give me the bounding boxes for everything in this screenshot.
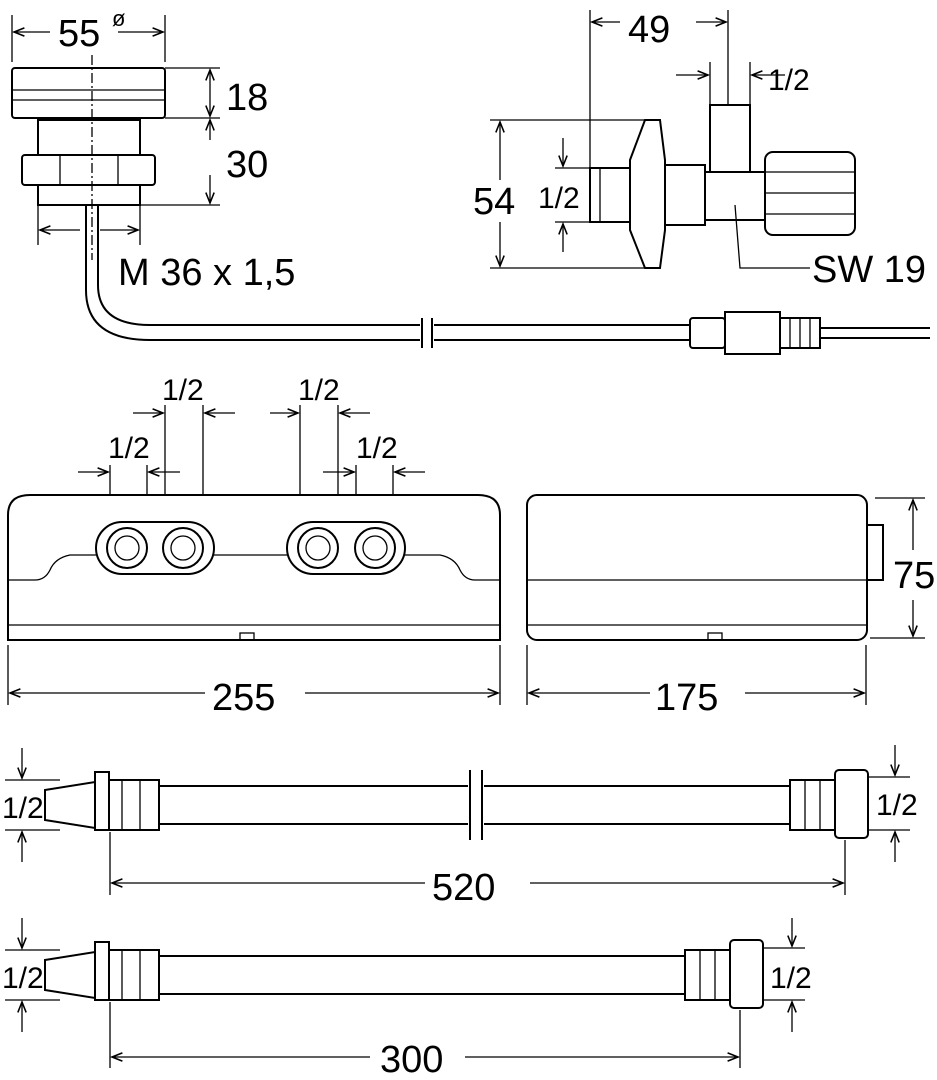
thread-label: M 36 x 1,5 xyxy=(118,252,295,294)
control-box-side: 75 175 xyxy=(526,494,935,719)
control-box-front: 1/2 1/2 1/2 1/2 255 xyxy=(7,374,501,719)
valve-outlet-label: 1/2 xyxy=(768,64,810,97)
valve-inlet-label: 1/2 xyxy=(538,182,580,215)
hose-long-right-thread: 1/2 xyxy=(876,789,918,822)
sensor-part: 55 ø 18 30 M 36 x 1,5 xyxy=(11,6,930,355)
diameter-symbol: ø xyxy=(112,6,125,31)
hose-long-length: 520 xyxy=(432,867,495,909)
hose-short-right-thread: 1/2 xyxy=(770,962,812,995)
sensor-body-height-label: 30 xyxy=(226,144,268,186)
hose-long-left-thread: 1/2 xyxy=(2,792,44,825)
port-label-2: 1/2 xyxy=(108,432,150,465)
port-label-1: 1/2 xyxy=(162,374,204,407)
hose-short-left-thread: 1/2 xyxy=(2,962,44,995)
hose-520: 1/2 1/2 520 xyxy=(2,745,918,909)
valve-length-label: 49 xyxy=(628,9,670,51)
angle-valve-part: 49 1/2 54 1/2 SW 19 xyxy=(473,9,926,291)
port-label-4: 1/2 xyxy=(356,432,398,465)
hose-300: 1/2 1/2 300 xyxy=(2,918,812,1080)
box-width-label: 255 xyxy=(212,677,275,719)
wrench-size-label: SW 19 xyxy=(812,249,926,291)
sensor-diameter-label: 55 xyxy=(58,13,100,55)
valve-height-label: 54 xyxy=(473,181,515,223)
hose-short-length: 300 xyxy=(380,1039,443,1080)
port-label-3: 1/2 xyxy=(298,374,340,407)
sensor-cap-height-label: 18 xyxy=(226,77,268,119)
box-height-label: 75 xyxy=(893,555,935,597)
box-depth-label: 175 xyxy=(655,677,718,719)
